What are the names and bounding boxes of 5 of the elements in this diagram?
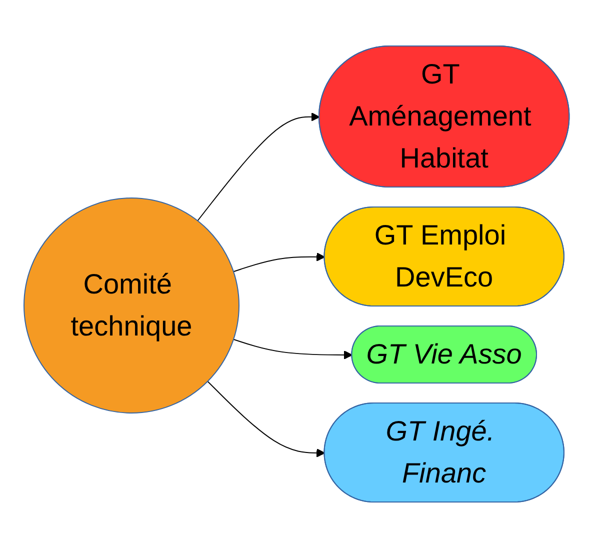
- arrow: [207, 380, 326, 458]
- arrow: [197, 112, 320, 222]
- arrow: [232, 338, 352, 360]
- node-circle: Comité technique: [23, 198, 240, 414]
- arrow: [232, 252, 326, 272]
